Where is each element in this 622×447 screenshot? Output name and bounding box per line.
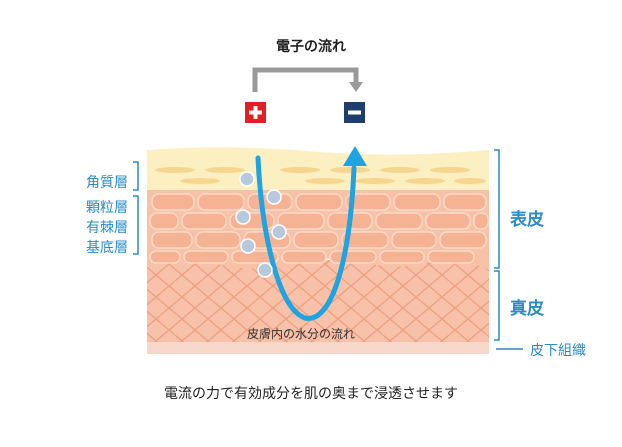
- label-subcutis: 皮下組織: [530, 343, 586, 359]
- horny-layer-lines: [155, 167, 486, 184]
- epidermis-bracket: [494, 149, 500, 269]
- electron-flow-arrowhead: [349, 82, 363, 92]
- caption: 電流の力で有効成分を肌の奥まで浸透させます: [164, 386, 458, 402]
- inner-flow-label: 皮膚内の水分の流れ: [247, 327, 356, 341]
- dermis-bracket: [494, 270, 500, 341]
- label-spinous-layer: 有棘層: [86, 220, 128, 236]
- dermis-layer: [147, 260, 489, 342]
- label-dermis: 真皮: [510, 299, 544, 319]
- label-granular-layer: 顆粒層: [86, 200, 128, 216]
- flow-arrowhead-icon: [343, 146, 367, 166]
- label-epidermis: 表皮: [510, 210, 544, 230]
- subcutis-layer: [147, 340, 489, 354]
- plus-electrode-icon: [245, 102, 266, 123]
- living-layers-bracket: [133, 195, 139, 255]
- label-horny-layer: 角質層: [86, 175, 128, 191]
- epidermis-cells: [149, 193, 489, 264]
- ingredient-particles: [235, 171, 287, 278]
- minus-electrode-icon: [344, 102, 365, 123]
- label-basal-layer: 基底層: [86, 240, 128, 256]
- inner-flow-arrow: [255, 155, 357, 321]
- electron-flow-title: 電子の流れ: [276, 39, 346, 55]
- electron-flow-bracket: [252, 67, 359, 92]
- horny-layer-bracket: [133, 161, 139, 191]
